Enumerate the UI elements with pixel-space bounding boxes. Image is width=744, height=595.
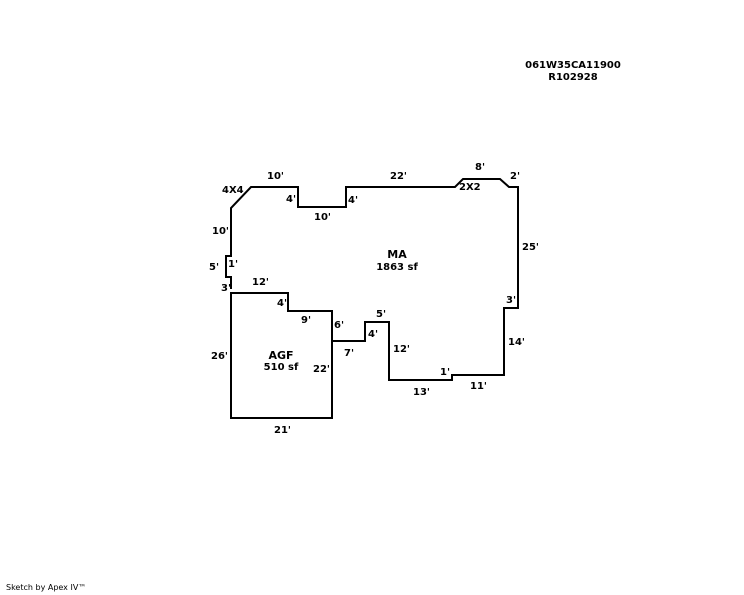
main-area-outline (225, 178, 519, 381)
dimension-label: 4X4 (222, 185, 244, 196)
dimension-label: 26' (211, 351, 228, 362)
map-number: 061W35CA11900 (525, 60, 621, 71)
dimension-label: 8' (475, 162, 485, 173)
dimension-label: 5' (209, 262, 219, 273)
dimension-label: 3' (221, 283, 231, 294)
dimension-label: 4' (368, 329, 378, 340)
dimension-label: 4' (286, 194, 296, 205)
dimension-label: 12' (252, 277, 269, 288)
dimension-label: 11' (470, 381, 487, 392)
garage-outline (230, 292, 333, 419)
dimension-label: 2' (510, 171, 520, 182)
dimension-label: 1' (440, 367, 450, 378)
main-area-code: MA (387, 248, 407, 261)
dimension-label: 22' (390, 171, 407, 182)
main-area-size: 1863 sf (376, 262, 418, 273)
garage-area-size: 510 sf (264, 362, 299, 373)
dimension-label: 4' (348, 195, 358, 206)
dimension-label: 2X2 (459, 182, 481, 193)
dimension-label: 5' (376, 309, 386, 320)
dimension-label: 12' (393, 344, 410, 355)
dimension-label: 1' (228, 259, 238, 270)
dimension-label: 14' (508, 337, 525, 348)
dimension-label: 9' (301, 315, 311, 326)
dimension-label: 7' (344, 348, 354, 359)
account-number: R102928 (548, 72, 597, 83)
dimension-label: 10' (267, 171, 284, 182)
dimension-label: 10' (212, 226, 229, 237)
dimension-label: 13' (413, 387, 430, 398)
dimension-label: 3' (506, 295, 516, 306)
dimension-label: 22' (313, 364, 330, 375)
dimension-label: 25' (522, 242, 539, 253)
apex-credit: Sketch by Apex IV™ (6, 583, 87, 592)
dimension-label: 10' (314, 212, 331, 223)
dimension-label: 4' (277, 298, 287, 309)
dimension-label: 6' (334, 320, 344, 331)
garage-area-code: AGF (268, 349, 293, 362)
dimension-label: 21' (274, 425, 291, 436)
